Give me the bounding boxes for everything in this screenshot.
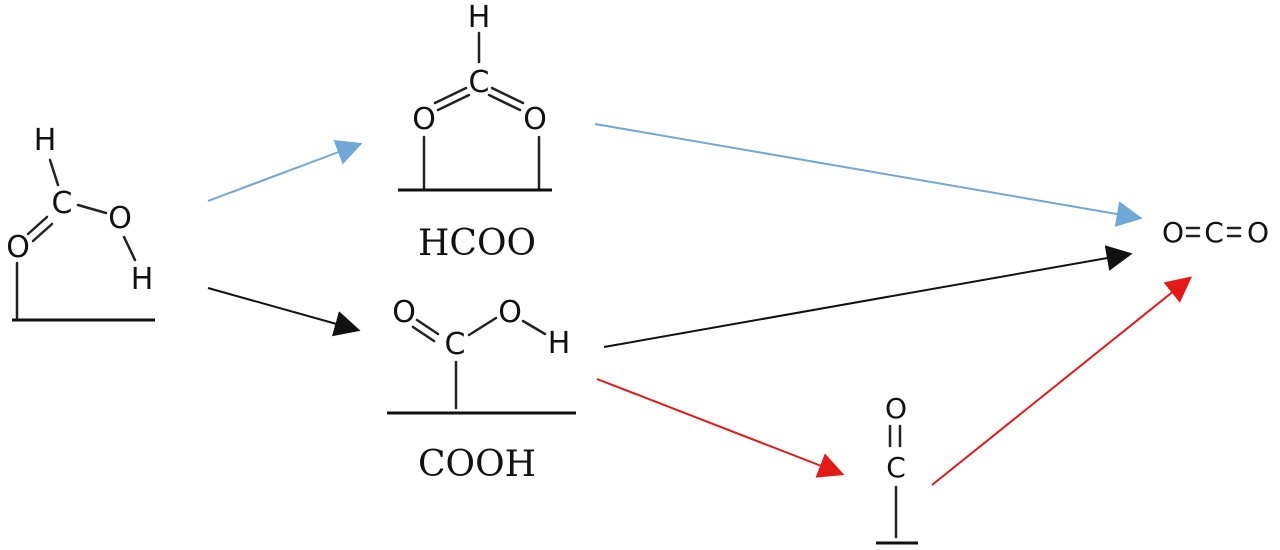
formic-bond-h-c	[48, 158, 60, 187]
hcoo-o-right: O	[523, 102, 547, 137]
formic-o-right: O	[108, 201, 132, 236]
cooh-double-bond-2	[411, 325, 436, 343]
formic-h-top: H	[34, 123, 57, 158]
co-o: O	[885, 392, 907, 425]
cooh-label: COOH	[418, 444, 536, 485]
cooh-bond-c-o	[467, 316, 498, 337]
cooh-o-left: O	[392, 295, 416, 330]
co2-o-left: O	[1162, 216, 1184, 249]
cooh-c: C	[445, 327, 466, 362]
formic-bond-o-h	[122, 235, 137, 262]
hcoo-right-double-2	[487, 93, 522, 112]
formic-double-bond-1	[26, 215, 49, 236]
hcoo-o-left: O	[412, 102, 436, 137]
co-adsorbate: O C	[876, 392, 918, 545]
formic-o-left: O	[6, 230, 30, 265]
arrow-cooh-to-co2	[603, 245, 1133, 348]
cooh-o-right: O	[498, 295, 522, 330]
hcoo-h: H	[468, 0, 491, 35]
co-c: C	[886, 451, 906, 484]
cooh-h: H	[548, 326, 571, 361]
cooh-double-bond-1	[415, 318, 440, 336]
arrow-hcoo-to-co2	[594, 123, 1143, 227]
hcoo-left-double-2	[436, 93, 471, 112]
cooh-adsorbate: O C O H COOH	[387, 295, 576, 485]
formic-h-bottom: H	[131, 262, 154, 297]
formic-c: C	[52, 186, 73, 221]
hcoo-label: HCOO	[418, 223, 536, 264]
arrow-formic-to-hcoo	[207, 140, 363, 202]
co2-o-right: O	[1247, 216, 1269, 249]
co2-molecule: O C O	[1162, 216, 1269, 249]
hcoo-right-double-1	[490, 86, 525, 105]
hcoo-adsorbate: H C O O HCOO	[398, 0, 552, 264]
hcoo-c: C	[469, 65, 490, 100]
arrow-formic-to-cooh	[207, 287, 361, 337]
formic-bond-c-o	[76, 203, 108, 215]
arrow-co-to-co2	[931, 276, 1193, 486]
formic-double-bond-2	[31, 222, 54, 243]
cooh-bond-o-h	[521, 319, 547, 336]
co2-c: C	[1204, 216, 1224, 249]
formic-acid-adsorbate: H C O H O	[6, 123, 155, 322]
hcoo-left-double-1	[433, 86, 468, 105]
arrow-cooh-to-co	[596, 378, 845, 478]
